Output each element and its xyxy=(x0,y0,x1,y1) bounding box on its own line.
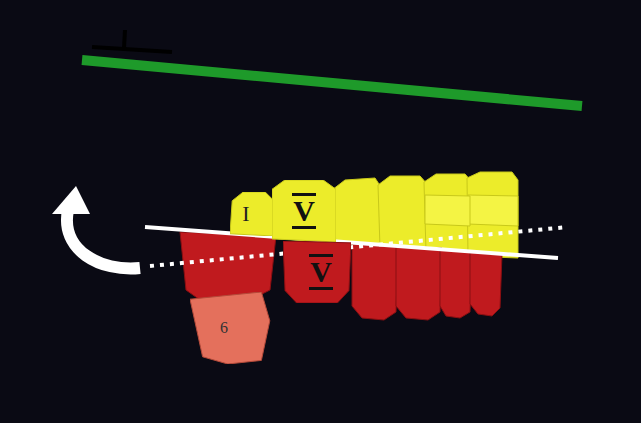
tooth-body xyxy=(190,292,270,364)
tooth-shape: V xyxy=(272,180,336,242)
tooth-shape: V xyxy=(283,241,351,303)
reference-plane xyxy=(82,60,582,106)
tooth-shape: I xyxy=(230,192,274,236)
tooth-body xyxy=(283,241,351,303)
tooth-number: V xyxy=(309,254,333,290)
occlusal-line xyxy=(145,227,558,258)
tooth-number: V xyxy=(292,193,316,229)
tooth-shape: 6 xyxy=(190,292,274,364)
reference-symbol xyxy=(92,30,172,52)
tooth-body xyxy=(230,192,274,236)
tooth-outline xyxy=(190,292,274,364)
tooth-number: 6 xyxy=(220,320,228,336)
dotted-occlusal-line xyxy=(150,227,568,266)
tooth-number: I xyxy=(242,203,249,225)
rotation-arrow xyxy=(52,186,140,268)
tooth-outline xyxy=(230,192,274,236)
tooth-body xyxy=(272,180,336,242)
